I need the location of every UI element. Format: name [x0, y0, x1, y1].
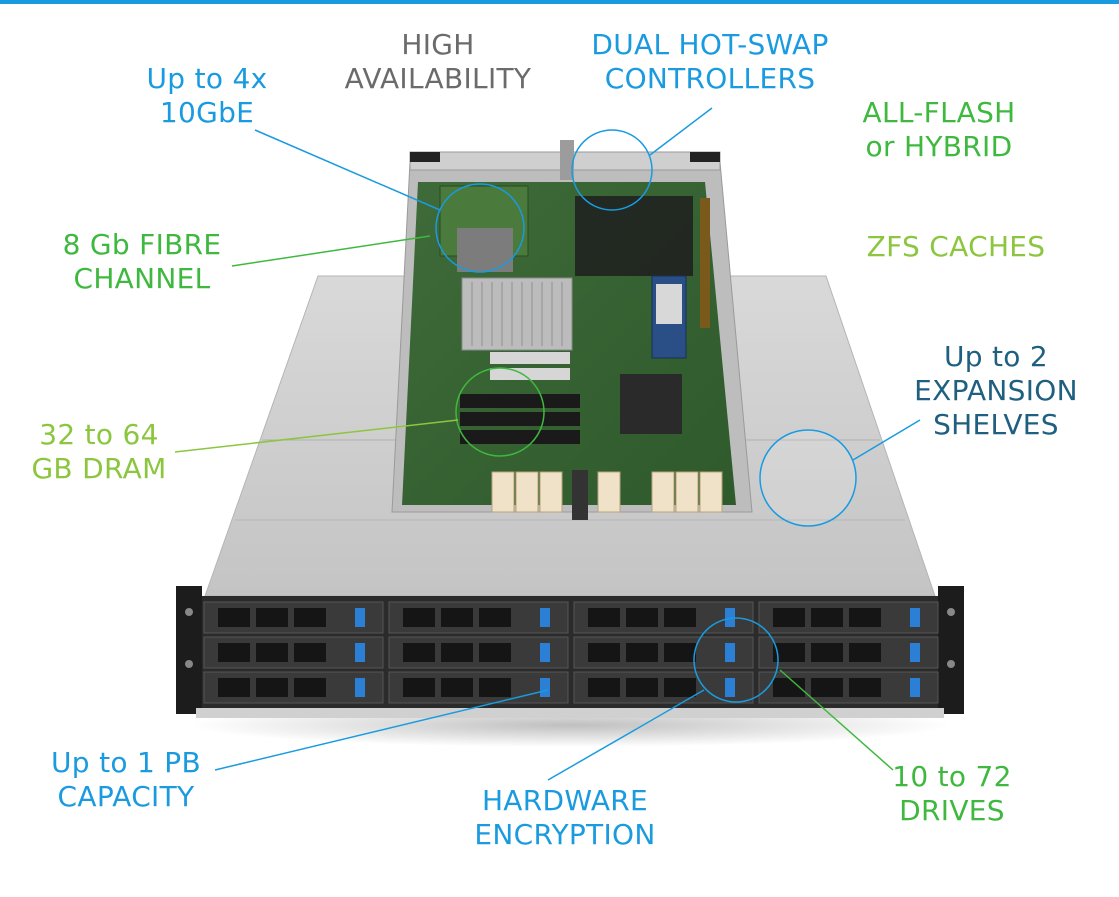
top-rule — [0, 0, 1119, 4]
callout-circle-encryption — [693, 617, 779, 703]
drive-latch — [355, 608, 365, 627]
drive-vent — [218, 608, 250, 627]
drive-vent — [811, 678, 843, 697]
drive-latch — [540, 643, 550, 662]
drive-latch — [725, 678, 735, 697]
dram-modules — [460, 352, 580, 444]
drive-vent — [479, 608, 511, 627]
drive-vent — [849, 678, 881, 697]
drive-latch — [910, 643, 920, 662]
drive-vent — [811, 608, 843, 627]
drive-vent — [664, 608, 696, 627]
callout-circle-10gbe — [435, 183, 525, 273]
drive-latch — [355, 678, 365, 697]
leader-fibre — [231, 235, 431, 267]
label-zfs-caches: ZFS CACHES — [866, 230, 1046, 263]
drive-vent — [256, 643, 288, 662]
drive-vent — [441, 678, 473, 697]
drive-vent — [441, 608, 473, 627]
leader-capacity — [214, 689, 549, 771]
drive-bays — [203, 601, 939, 704]
callout-circle-dram — [455, 367, 545, 457]
drive-vent — [773, 643, 805, 662]
drive-vent — [626, 608, 658, 627]
drive-vent — [849, 643, 881, 662]
drive-vent — [403, 643, 435, 662]
drive-vent — [849, 608, 881, 627]
backplane-connectors — [491, 470, 723, 520]
drive-vent — [626, 678, 658, 697]
drive-vent — [218, 643, 250, 662]
drive-vent — [441, 643, 473, 662]
leader-controllers — [649, 107, 713, 156]
drive-vent — [218, 678, 250, 697]
cpu-heatsink — [461, 277, 573, 351]
drive-latch — [725, 608, 735, 627]
drive-vent — [479, 678, 511, 697]
drive-bay — [203, 671, 384, 704]
leader-drives — [779, 669, 894, 771]
callout-circle-controllers — [571, 129, 653, 211]
drive-vent — [294, 678, 326, 697]
drive-vent — [294, 643, 326, 662]
leader-encryption — [547, 689, 705, 781]
leader-10gbe — [254, 129, 441, 211]
drive-vent — [664, 678, 696, 697]
drive-vent — [773, 608, 805, 627]
drive-vent — [626, 643, 658, 662]
drive-latch — [910, 608, 920, 627]
drive-latch — [540, 608, 550, 627]
drive-vent — [256, 608, 288, 627]
drive-latch — [540, 678, 550, 697]
drive-latch — [725, 643, 735, 662]
leader-expansion — [852, 419, 921, 461]
drive-vent — [294, 608, 326, 627]
drive-latch — [355, 643, 365, 662]
drive-vent — [811, 643, 843, 662]
drive-latch — [910, 678, 920, 697]
drive-vent — [773, 678, 805, 697]
drive-vent — [664, 643, 696, 662]
drive-vent — [403, 678, 435, 697]
leader-dram — [174, 419, 459, 453]
drive-vent — [588, 643, 620, 662]
drive-vent — [479, 643, 511, 662]
drive-vent — [588, 678, 620, 697]
drive-vent — [588, 608, 620, 627]
drive-vent — [256, 678, 288, 697]
drive-vent — [403, 608, 435, 627]
callout-circle-expansion — [759, 429, 857, 527]
